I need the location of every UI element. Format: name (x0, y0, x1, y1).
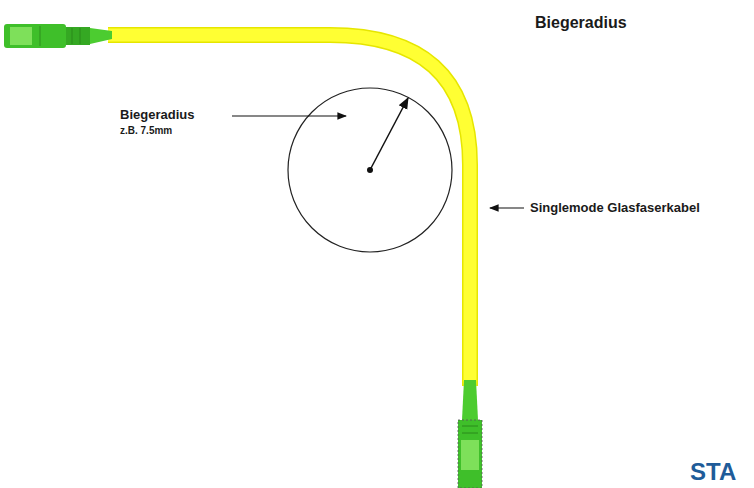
sc-connector-left (4, 24, 112, 48)
diagram-title: Biegeradius (535, 14, 627, 32)
leader-arrow (232, 115, 346, 116)
fiber-cable (108, 35, 470, 386)
leader-arrow (490, 207, 524, 208)
sc-connector-bottom (458, 380, 482, 488)
dimension-value: z.B. 7.5mm (120, 125, 172, 136)
fiber-cable-edge (108, 35, 470, 386)
cable-label: Singlemode Glasfaserkabel (530, 200, 700, 215)
bend-circle (288, 88, 452, 252)
dimension-label: Biegeradius (120, 107, 194, 122)
watermark: STA (690, 458, 736, 486)
radius-arrow (370, 98, 408, 170)
